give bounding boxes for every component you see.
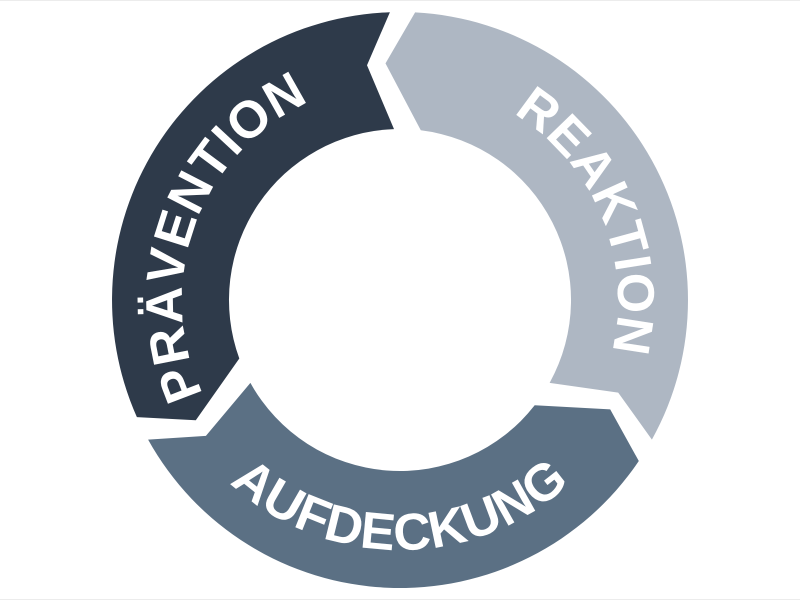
segment-arrow-aufdeckung — [148, 382, 639, 589]
segment-arrow-praevention — [112, 12, 395, 421]
segment-arrow-reaktion — [385, 12, 688, 440]
